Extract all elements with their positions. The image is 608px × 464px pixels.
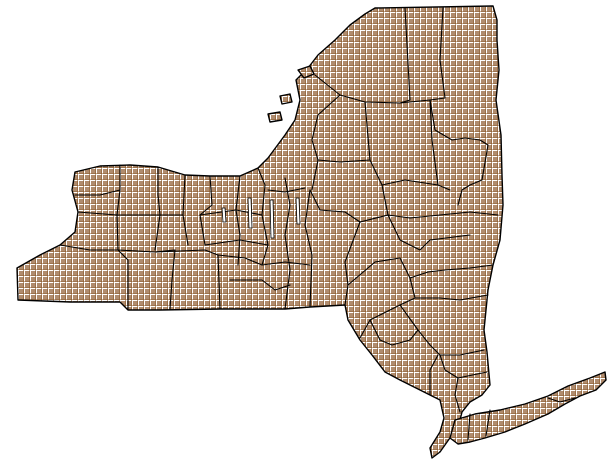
island bbox=[297, 65, 315, 79]
lake bbox=[247, 197, 253, 229]
lakes bbox=[221, 197, 301, 239]
lake bbox=[269, 199, 275, 239]
county-boundaries bbox=[59, 7, 499, 413]
long-island-county-boundaries bbox=[467, 397, 576, 441]
island bbox=[267, 111, 283, 123]
lake bbox=[295, 197, 301, 225]
long-island bbox=[449, 371, 607, 445]
island bbox=[279, 93, 293, 105]
lake bbox=[221, 207, 227, 223]
